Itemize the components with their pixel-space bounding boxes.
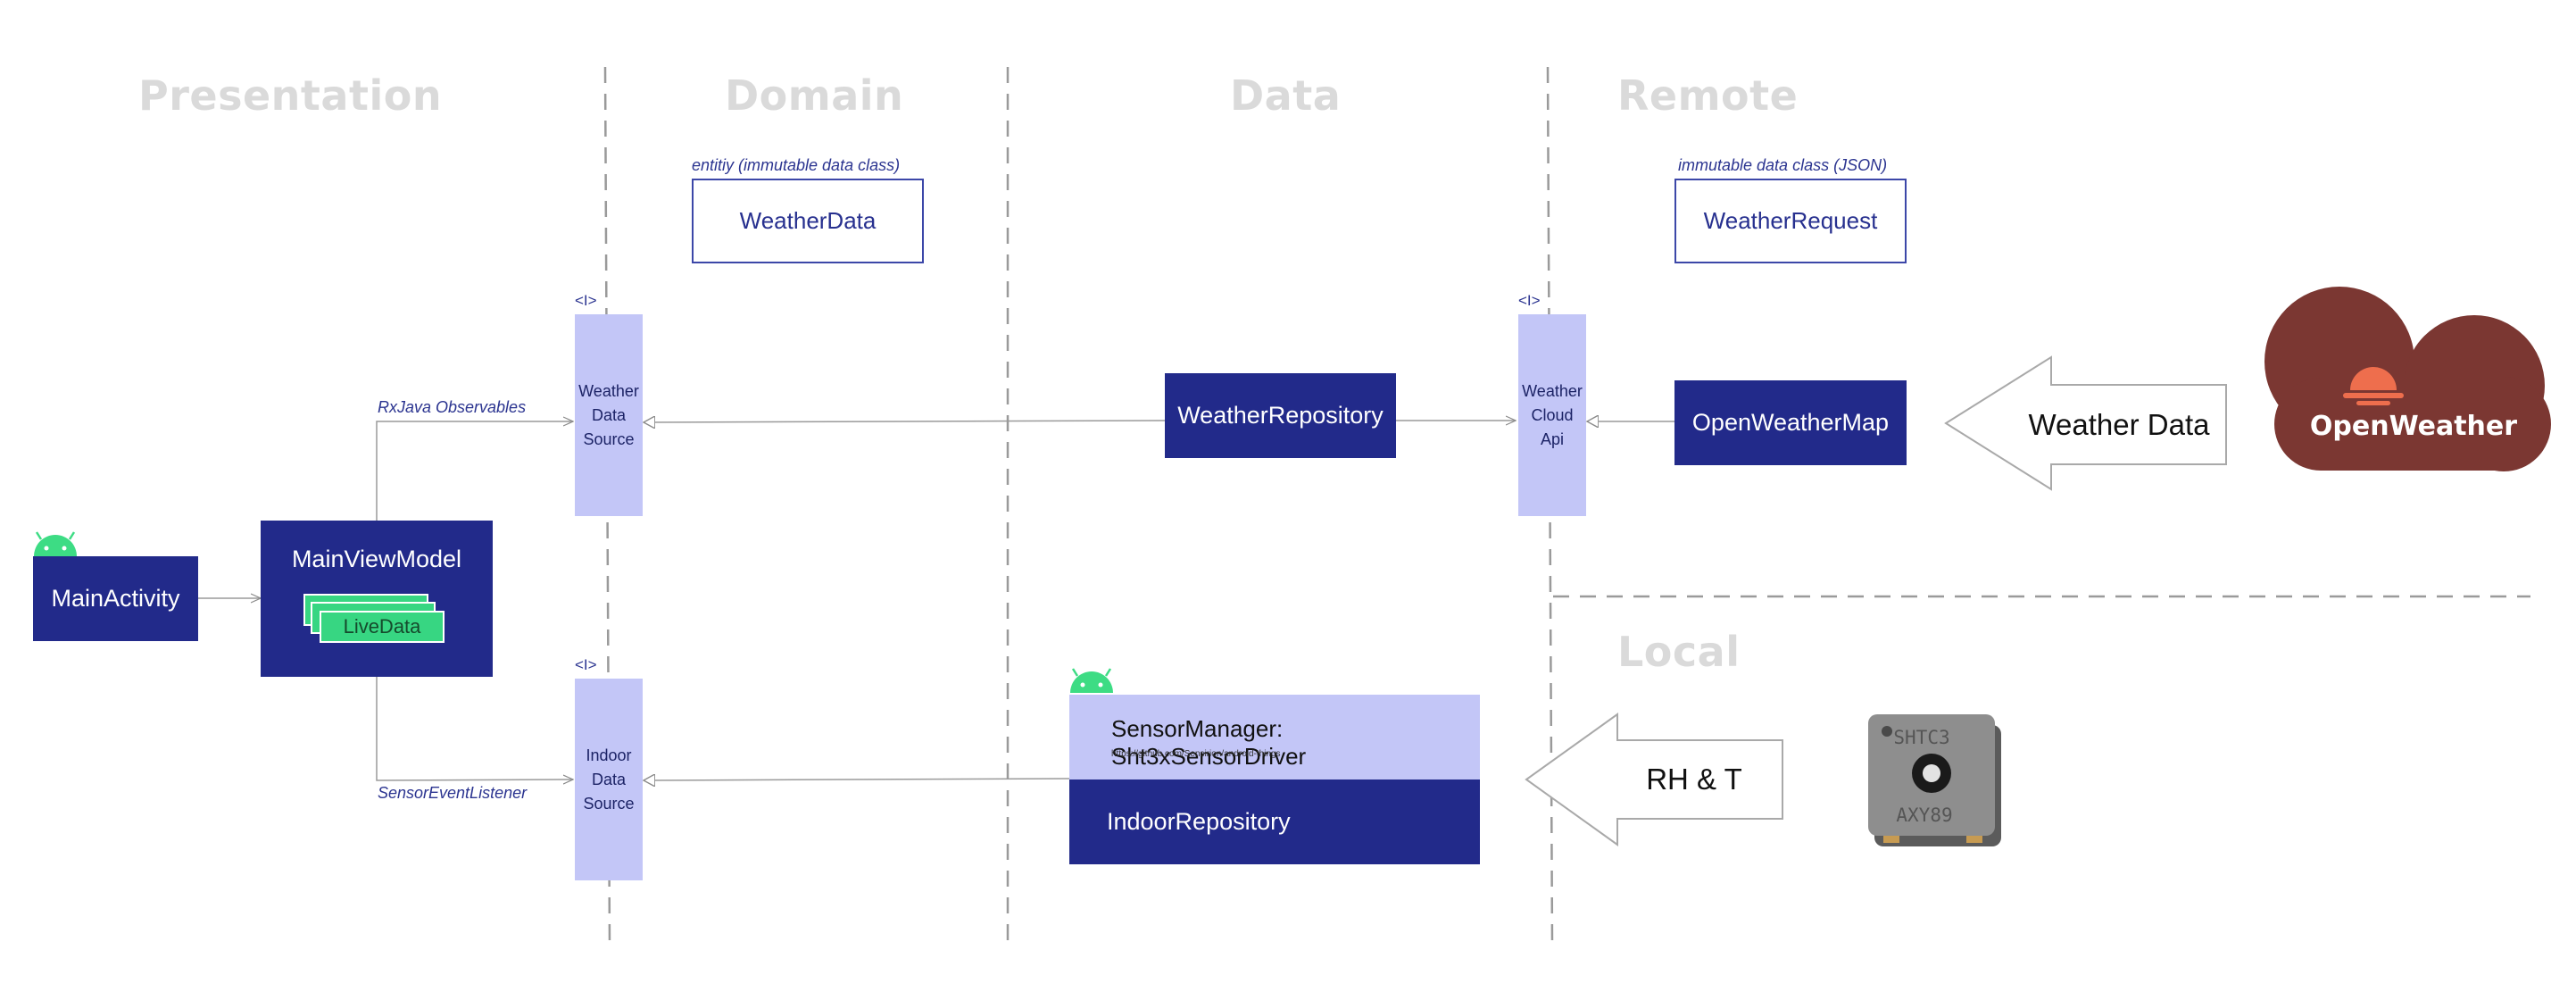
chip-top-text: SHTC3 (1893, 727, 1949, 748)
weather-data-flow-label: Weather Data (2028, 407, 2210, 441)
sensor-event-listener-label: SensorEventListener (378, 784, 528, 802)
section-title-data: Data (1230, 71, 1342, 120)
main-view-model-label: MainViewModel (291, 546, 462, 572)
interface-marker-indoor-source: <I> (575, 656, 597, 673)
android-icon-sensormanager (1070, 668, 1113, 693)
weather-repository-box: WeatherRepository (1165, 373, 1396, 458)
section-title-presentation: Presentation (138, 71, 443, 120)
weather-data-arrow (1944, 355, 2227, 491)
sun-icon (2350, 367, 2397, 390)
openweather-logo: OpenWeather (2264, 287, 2551, 471)
rxjava-observables-label: RxJava Observables (378, 398, 527, 416)
weather-cloud-api-interface: Weather Cloud Api (1518, 314, 1586, 516)
weather-data-caption: entitiy (immutable data class) (692, 156, 901, 174)
indoor-repository-label: IndoorRepository (1107, 808, 1291, 835)
main-view-model-box: MainViewModel LiveData (261, 521, 493, 677)
indoor-repository-box: IndoorRepository (1069, 779, 1480, 864)
sensor-manager-url: https://github.com/Sensirion/android-thi… (1111, 749, 1281, 759)
connector-weather-repository-source (644, 421, 1166, 422)
weather-request-caption: immutable data class (JSON) (1678, 156, 1888, 174)
interface-marker-weather-source: <I> (575, 292, 597, 309)
sensor-manager-box: SensorManager: Sht3xSensorDriver https:/… (1069, 695, 1480, 779)
section-title-domain: Domain (725, 71, 904, 120)
openweather-logo-text: OpenWeather (2310, 411, 2517, 442)
sensor-manager-label: SensorManager: Sht3xSensorDriver (1111, 715, 1307, 770)
weather-request-entity: WeatherRequest (1674, 179, 1907, 263)
section-title-local: Local (1617, 628, 1741, 676)
section-title-remote: Remote (1617, 71, 1799, 120)
connector-indoor-repository-source (644, 779, 1070, 780)
open-weather-map-box: OpenWeatherMap (1674, 380, 1907, 465)
connector-viewmodel-indoor-source (376, 677, 573, 780)
indoor-data-source-interface: Indoor Data Source (575, 679, 643, 880)
rh-t-flow-label: RH & T (1646, 763, 1742, 796)
shtc3-sensor-chip: SHTC3 AXY89 (1868, 714, 2001, 846)
main-activity-box: MainActivity (33, 556, 198, 641)
weather-data-source-interface: Weather Data Source (575, 314, 643, 516)
chip-bottom-text: AXY89 (1896, 804, 1952, 826)
connector-viewmodel-weather-source (376, 421, 573, 521)
interface-marker-cloud-api: <I> (1518, 292, 1541, 309)
live-data-card: LiveData (320, 611, 445, 643)
android-icon-mainactivity (34, 531, 77, 556)
weather-data-entity: WeatherData (692, 179, 924, 263)
rh-t-arrow (1525, 713, 1783, 846)
